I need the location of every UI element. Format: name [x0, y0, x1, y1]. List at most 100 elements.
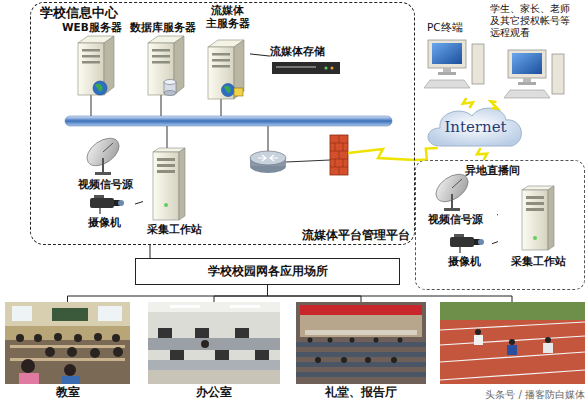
storage-device-icon: [325, 67, 328, 70]
auditorium-scene: [374, 338, 379, 343]
auditorium-scene: [328, 338, 333, 343]
database-server-icon: [164, 80, 176, 85]
connector-line: [150, 245, 151, 258]
pc-icon: [508, 50, 546, 78]
auditorium-scene: [365, 357, 371, 363]
lightning-link: [491, 101, 498, 108]
node-label: 流媒体平台管理平台: [245, 228, 410, 242]
network-bus: [65, 116, 392, 126]
streaming-storage: 流媒体存储: [270, 44, 342, 76]
node-label: 视频信号源: [428, 213, 498, 226]
classroom-scene: [94, 333, 102, 341]
capture-workstation: 采集工作站: [143, 148, 205, 236]
database-server-icon: [148, 36, 184, 96]
auditorium-scene: [350, 338, 355, 343]
node-label: 教室: [5, 386, 130, 400]
satellite-dish-icon: [452, 179, 462, 188]
classroom-scene: [5, 302, 130, 384]
office-scene: [148, 302, 280, 384]
streaming-server-icon: [208, 47, 234, 99]
bus-wires: [286, 160, 330, 162]
video-camera-icon: [90, 195, 124, 214]
node-label: 学校信息中心: [40, 5, 170, 21]
storage-device-icon: [272, 62, 340, 74]
classroom-scene: [21, 359, 35, 373]
web-server-icon: [82, 61, 100, 64]
workstation-tower-icon: [164, 203, 168, 207]
connector-line: [214, 285, 268, 302]
office-scene: [170, 305, 200, 308]
node-label: 流媒体 主服务器: [205, 4, 250, 29]
auditorium-scene: [341, 357, 347, 363]
classroom-scene: [74, 334, 82, 342]
video-camera-icon: [450, 234, 484, 253]
bus-wires: [161, 95, 162, 116]
classroom-scene: [45, 347, 55, 357]
office-scene: [201, 340, 209, 348]
office-scene: [148, 302, 280, 312]
pc-icon: [443, 68, 451, 72]
database-server-icon: [152, 55, 170, 58]
pc-icon: [523, 78, 531, 82]
sports-track-scene: [440, 302, 585, 320]
pc-icon: [424, 40, 484, 88]
classroom-scene: [10, 345, 125, 348]
office-scene: [255, 350, 269, 360]
classroom-photo: 教室: [5, 302, 130, 402]
node-label: 异地直播间: [465, 164, 555, 177]
web-server-icon: [82, 55, 100, 58]
video-camera-icon: [459, 247, 460, 253]
pc-icon: [512, 53, 542, 74]
classroom-scene: [54, 333, 62, 341]
sports-track-scene: [440, 302, 585, 384]
remote-studio-boundary: 异地直播间视频信号源摄像机采集工作站: [415, 160, 585, 290]
bus-wires: [91, 95, 330, 162]
internet-cloud: Internet: [428, 108, 523, 148]
streaming-server-icon: [224, 86, 231, 93]
office-scene: [148, 302, 280, 384]
classroom-scene: [90, 348, 100, 358]
storage-device-icon: [272, 62, 340, 74]
workstation-tower-icon: [533, 236, 537, 240]
database-server: 数据库服务器: [130, 20, 202, 100]
video-camera-icon: [454, 234, 464, 237]
connector-line: [497, 214, 498, 215]
node-label: PC终端: [427, 21, 485, 34]
node-label: 学校校园网各应用场所: [135, 264, 400, 278]
auditorium-scene: [296, 302, 426, 384]
streaming-server-icon: [212, 53, 230, 56]
streaming-server-icon: [234, 40, 244, 99]
classroom-scene: [16, 334, 24, 342]
web-server-icon: [93, 81, 107, 95]
sports-track-scene: [507, 345, 517, 355]
auditorium-scene: [296, 352, 426, 357]
office-scene: [170, 350, 184, 360]
sports-track-scene: [509, 339, 515, 345]
video-camera-icon: [450, 237, 474, 247]
workstation-tower-icon: [522, 190, 548, 250]
connector-line: [250, 54, 270, 56]
workstation-tower-icon: [157, 164, 175, 167]
web-server-icon: [78, 36, 114, 95]
workstation-tower-icon: [153, 148, 185, 220]
storage-device-icon: [331, 67, 334, 70]
campus-tree-wire: [268, 296, 513, 302]
classroom-scene: [113, 347, 123, 357]
office-photo: 办公室: [148, 302, 280, 402]
satellite-dish-icon: [444, 208, 460, 211]
firewall-icon: [330, 135, 348, 175]
office-scene: [148, 370, 280, 384]
database-server-icon: [152, 49, 170, 52]
satellite-dish-icon: [102, 158, 104, 172]
node-label: 办公室: [148, 386, 280, 400]
streaming-server-icon: [212, 65, 230, 68]
node-label: WEB服务器: [62, 21, 124, 34]
web-server: WEB服务器: [62, 20, 124, 100]
auditorium-scene: [296, 372, 426, 377]
auditorium-photo: 礼堂、报告厅: [296, 302, 426, 402]
sports-track-scene: [475, 329, 481, 335]
web-server-icon: [78, 43, 104, 95]
auditorium-scene: [300, 315, 422, 337]
